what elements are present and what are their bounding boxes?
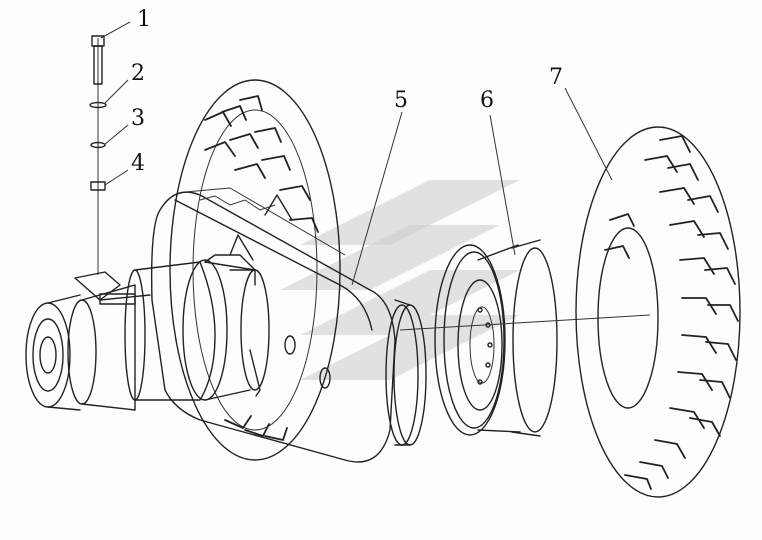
hub-assembly [25, 234, 270, 411]
washer-2 [89, 101, 107, 109]
callout-2: 2 [131, 61, 145, 86]
axis-line [399, 314, 651, 331]
spacer-ring [385, 299, 427, 446]
final-drive-housing [150, 187, 396, 463]
bolt-shank [93, 45, 103, 85]
callout-1: 1 [137, 7, 151, 32]
leader-lines [100, 21, 613, 286]
callout-3: 3 [131, 106, 145, 131]
wheel-rim [434, 239, 558, 437]
callout-5: 5 [394, 88, 408, 113]
callout-6: 6 [480, 88, 494, 113]
front-tire [575, 126, 741, 498]
fastener-stack [89, 35, 107, 275]
nut-4 [90, 181, 106, 191]
washer-3 [90, 141, 106, 149]
watermark-logo [280, 180, 520, 380]
callout-4: 4 [131, 151, 145, 176]
callout-7: 7 [549, 65, 563, 90]
